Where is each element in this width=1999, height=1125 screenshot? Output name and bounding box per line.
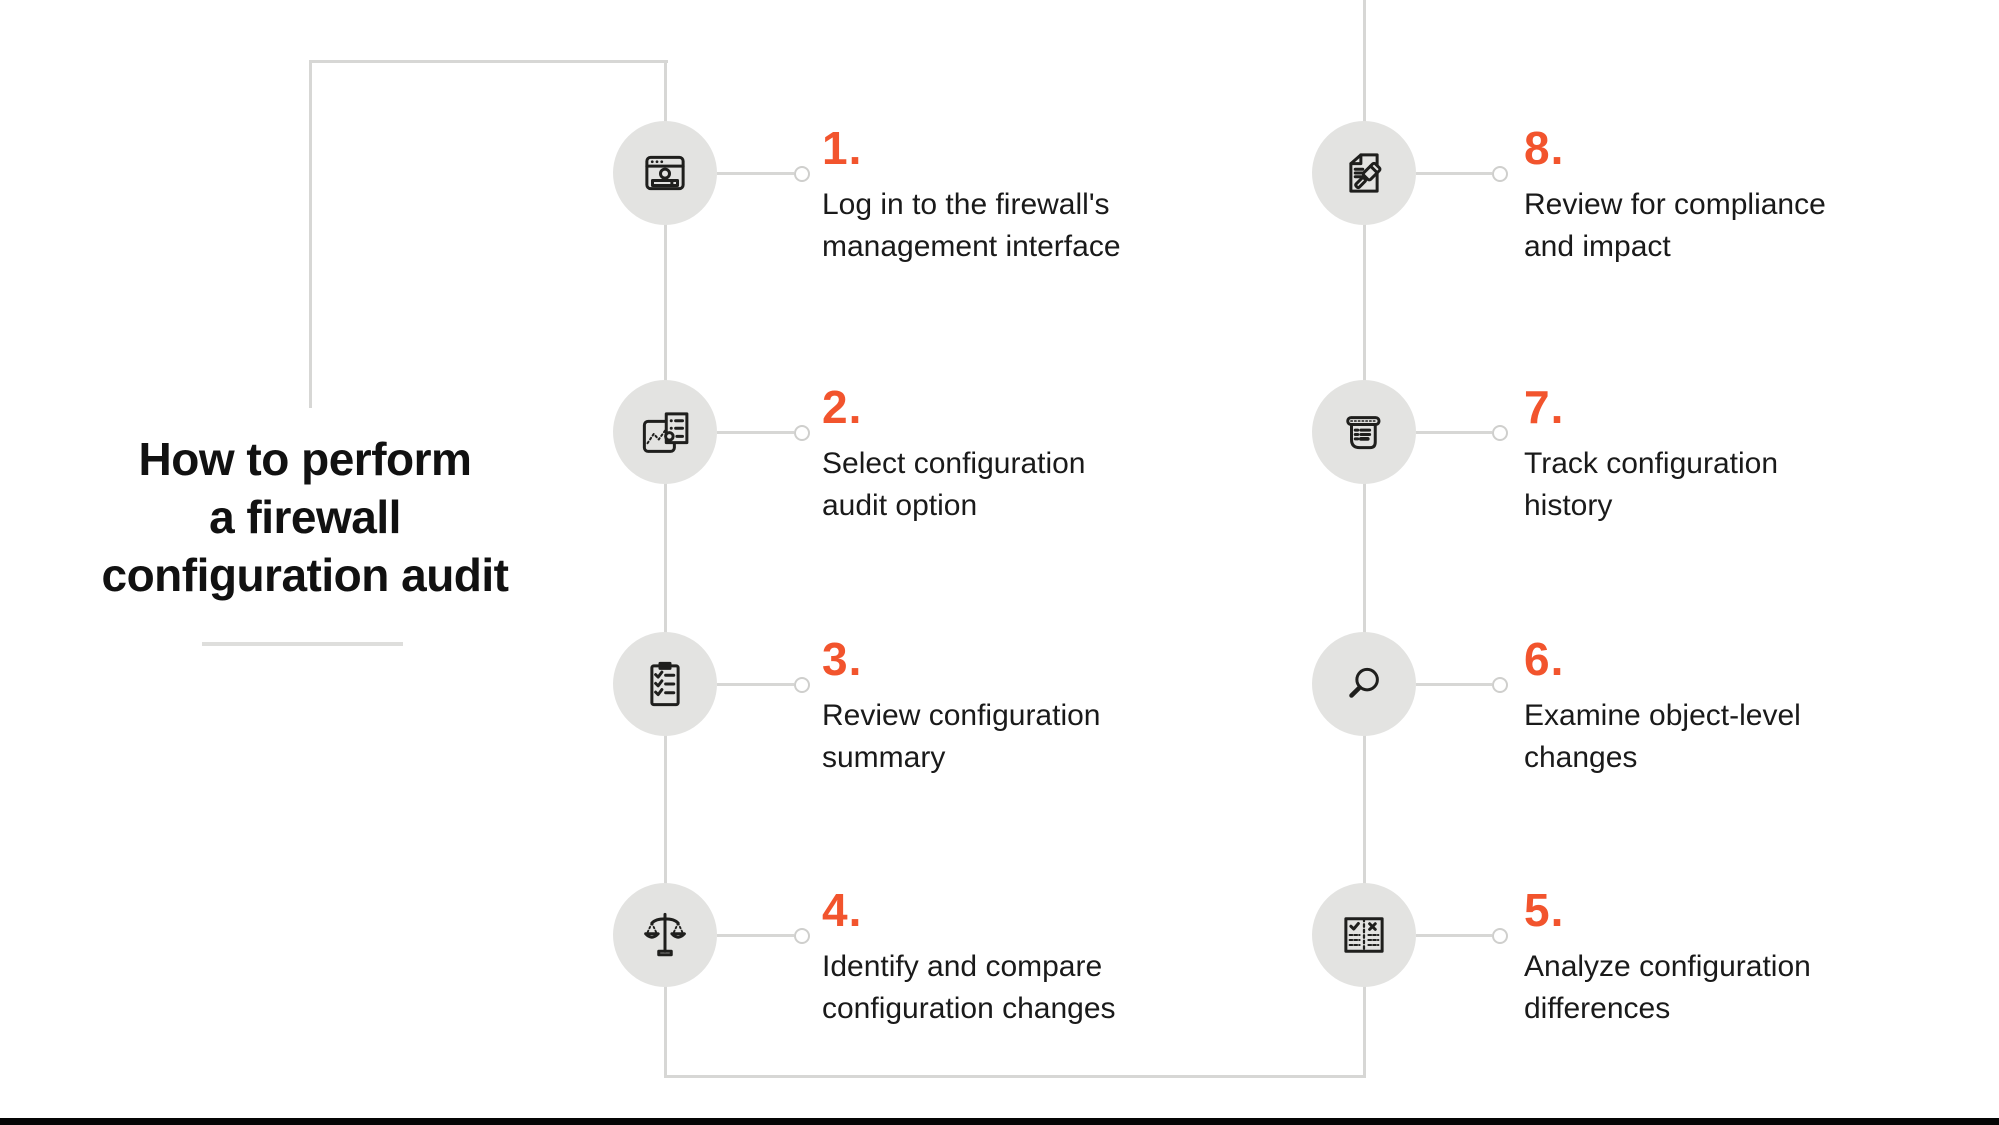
step-icon-circle — [613, 632, 717, 736]
step-label: Identify and compare configuration chang… — [822, 950, 1116, 1025]
step-icon-circle — [1312, 121, 1416, 225]
step-item: 6. Examine object-level changes — [1524, 636, 1924, 779]
connector-endpoint-dot — [794, 677, 810, 693]
connector-endpoint-dot — [794, 928, 810, 944]
step-icon-circle — [1312, 883, 1416, 987]
document-gavel-icon — [1349, 153, 1382, 193]
connector-stub-line — [1416, 934, 1492, 937]
connector-stub-line — [1416, 431, 1492, 434]
step-number: 7. — [1524, 381, 1565, 433]
connector-endpoint-dot — [794, 425, 810, 441]
connector-stub-line — [717, 934, 794, 937]
connector-endpoint-dot — [1492, 425, 1508, 441]
step-item: 2. Select configuration audit option — [822, 384, 1202, 527]
connector-endpoint-dot — [1492, 928, 1508, 944]
step-item: 3. Review configuration summary — [822, 636, 1202, 779]
step-label: Track configuration history — [1524, 447, 1779, 522]
connector-stub-line — [1416, 172, 1492, 175]
step-label: Log in to the firewall's management inte… — [822, 188, 1121, 263]
comparison-table-icon — [1344, 917, 1384, 953]
step-icon-circle — [613, 121, 717, 225]
step-number: 1. — [822, 122, 863, 174]
step-icon-circle — [613, 380, 717, 484]
connector-stub-line — [1416, 683, 1492, 686]
checklist-clipboard-icon — [650, 661, 680, 707]
magnifier-icon — [1349, 667, 1379, 698]
step-item: 4. Identify and compare configuration ch… — [822, 887, 1202, 1030]
step-icon-circle — [1312, 380, 1416, 484]
connector-endpoint-dot — [794, 166, 810, 182]
step-item: 1. Log in to the firewall's management i… — [822, 125, 1202, 268]
connector-right-column-line — [1363, 0, 1366, 1078]
step-number: 8. — [1524, 122, 1565, 174]
step-label: Analyze configuration differences — [1524, 950, 1811, 1025]
step-label: Select configuration audit option — [822, 447, 1086, 522]
page-title: How to perform a firewall configuration … — [101, 433, 509, 601]
browser-login-icon — [645, 155, 685, 191]
step-number: 4. — [822, 884, 863, 936]
audit-option-icon — [642, 412, 689, 453]
connector-stub-line — [717, 683, 794, 686]
step-number: 6. — [1524, 633, 1565, 685]
connector-title-vertical-line — [309, 60, 312, 408]
step-label: Examine object-level changes — [1524, 699, 1801, 774]
connector-stub-line — [717, 172, 794, 175]
connector-stub-line — [717, 431, 794, 434]
step-icon-circle — [613, 883, 717, 987]
balance-scale-icon — [644, 912, 686, 957]
step-number: 2. — [822, 381, 863, 433]
bottom-window-edge — [0, 1118, 1999, 1125]
step-label: Review for compliance and impact — [1524, 188, 1826, 263]
step-number: 3. — [822, 633, 863, 685]
step-item: 7. Track configuration history — [1524, 384, 1924, 527]
step-item: 5. Analyze configuration differences — [1524, 887, 1924, 1030]
step-item: 8. Review for compliance and impact — [1524, 125, 1924, 268]
connector-top-horizontal-line — [309, 60, 668, 63]
connector-endpoint-dot — [1492, 166, 1508, 182]
connector-endpoint-dot — [1492, 677, 1508, 693]
step-label: Review configuration summary — [822, 699, 1101, 774]
scroll-history-icon — [1346, 416, 1381, 450]
step-icon-circle — [1312, 632, 1416, 736]
step-number: 5. — [1524, 884, 1565, 936]
connector-left-column-line — [664, 60, 667, 1078]
title-underline — [202, 642, 403, 646]
connector-bottom-horizontal-line — [664, 1075, 1366, 1078]
